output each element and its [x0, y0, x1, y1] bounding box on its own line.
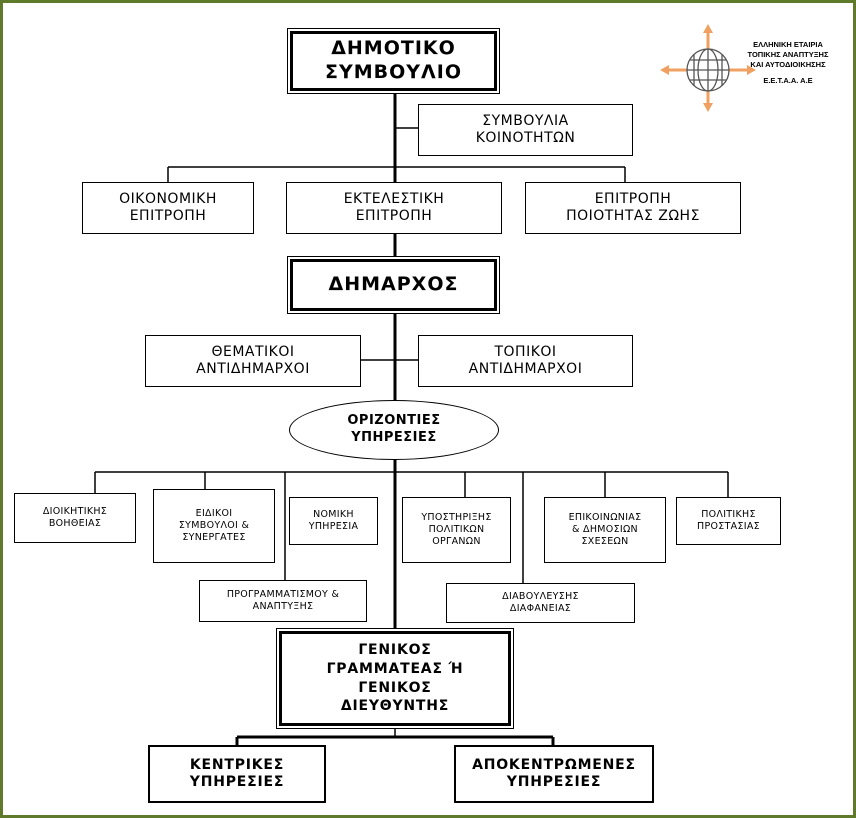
logo-line1: ΕΛΛΗΝΙΚΗ ΕΤΑΙΡΙΑ [753, 40, 823, 49]
node-label: ΔΗΜΟΤΙΚΟ [331, 37, 456, 60]
node-consultation: ΔΙΑΒΟΥΛΕΥΣΗΣ ΔΙΑΦΑΝΕΙΑΣ [446, 583, 635, 623]
node-label: ΥΠΟΣΤΗΡΙΞΗΣ [421, 512, 492, 524]
node-admin-support: ΔΙΟΙΚΗΤΙΚΗΣ ΒΟΗΘΕΙΑΣ [14, 493, 136, 543]
node-label: ΓΡΑΜΜΑΤΕΑΣ Ή [326, 660, 464, 677]
node-civil-protection: ΠΟΛΙΤΙΚΗΣ ΠΡΟΣΤΑΣΙΑΣ [676, 497, 781, 545]
eetaa-logo [660, 24, 756, 112]
node-label: ΣΧΕΣΕΩΝ [581, 535, 629, 547]
node-general-secretary: ΓΕΝΙΚΟΣ ΓΡΑΜΜΑΤΕΑΣ Ή ΓΕΝΙΚΟΣ ΔΙΕΥΘΥΝΤΗΣ [276, 628, 514, 729]
node-label: ΣΥΜΒΟΥΛΙΟ [325, 61, 462, 83]
node-label: ΥΠΗΡΕΣΙΕΣ [189, 774, 285, 790]
node-political-support: ΥΠΟΣΤΗΡΙΞΗΣ ΠΟΛΙΤΙΚΩΝ ΟΡΓΑΝΩΝ [402, 497, 511, 563]
node-quality-committee: ΕΠΙΤΡΟΠΗ ΠΟΙΟΤΗΤΑΣ ΖΩΗΣ [525, 182, 741, 234]
logo-line2: ΤΟΠΙΚΗΣ ΑΝΑΠΤΥΞΗΣ [747, 50, 829, 60]
node-label: ΑΝΑΠΤΥΞΗΣ [252, 601, 314, 612]
node-label: ΕΠΙΤΡΟΠΗ [594, 190, 672, 207]
node-label: ΚΟΙΝΟΤΗΤΩΝ [475, 130, 576, 146]
node-label: & ΔΗΜΟΣΙΩΝ [572, 524, 638, 536]
node-decentralized-services: ΑΠΟΚΕΝΤΡΩΜΕΝΕΣ ΥΠΗΡΕΣΙΕΣ [454, 745, 654, 803]
node-central-services: ΚΕΝΤΡΙΚΕΣ ΥΠΗΡΕΣΙΕΣ [148, 745, 326, 803]
node-label: ΕΙΔΙΚΟΙ [195, 508, 233, 520]
node-label: ΔΙΕΥΘΥΝΤΗΣ [340, 698, 450, 715]
node-label: ΑΝΤΙΔΗΜΑΡΧΟΙ [468, 361, 583, 377]
node-label: ΥΠΗΡΕΣΙΕΣ [506, 774, 602, 790]
node-community-councils: ΣΥΜΒΟΥΛΙΑ ΚΟΙΝΟΤΗΤΩΝ [418, 104, 633, 156]
node-label: ΥΠΗΡΕΣΙΑ [308, 521, 359, 532]
node-special-advisors: ΕΙΔΙΚΟΙ ΣΥΜΒΟΥΛΟΙ & ΣΥΝΕΡΓΑΤΕΣ [153, 489, 275, 563]
node-horizontal-services: ΟΡΙΖΟΝΤΙΕΣ ΥΠΗΡΕΣΙΕΣ [289, 400, 499, 460]
node-financial-committee: ΟΙΚΟΝΟΜΙΚΗ ΕΠΙΤΡΟΠΗ [82, 182, 254, 234]
node-mayor: ΔΗΜΑΡΧΟΣ [287, 256, 500, 314]
node-label: ΓΕΝΙΚΟΣ [358, 679, 432, 696]
node-local-deputies: ΤΟΠΙΚΟΙ ΑΝΤΙΔΗΜΑΡΧΟΙ [418, 335, 633, 387]
node-label: ΣΥΝΕΡΓΑΤΕΣ [182, 531, 246, 543]
node-label: ΔΙΟΙΚΗΤΙΚΗΣ [42, 506, 108, 518]
node-communication: ΕΠΙΚΟΙΝΩΝΙΑΣ & ΔΗΜΟΣΙΩΝ ΣΧΕΣΕΩΝ [544, 497, 666, 563]
node-label: ΤΟΠΙΚΟΙ [494, 343, 557, 360]
node-label: ΝΟΜΙΚΗ [313, 509, 354, 521]
node-label: ΑΠΟΚΕΝΤΡΩΜΕΝΕΣ [472, 756, 636, 773]
node-label: ΕΚΤΕΛΕΣΤΙΚΗ [343, 190, 445, 207]
node-label: ΥΠΗΡΕΣΙΕΣ [351, 430, 437, 445]
node-label: ΠΡΟΣΤΑΣΙΑΣ [697, 521, 760, 532]
node-label: ΠΟΛΙΤΙΚΗΣ [701, 509, 756, 521]
node-thematic-deputies: ΘΕΜΑΤΙΚΟΙ ΑΝΤΙΔΗΜΑΡΧΟΙ [145, 335, 361, 387]
node-executive-committee: ΕΚΤΕΛΕΣΤΙΚΗ ΕΠΙΤΡΟΠΗ [286, 182, 502, 234]
node-legal-service: ΝΟΜΙΚΗ ΥΠΗΡΕΣΙΑ [289, 497, 378, 545]
node-municipal-council: ΔΗΜΟΤΙΚΟ ΣΥΜΒΟΥΛΙΟ [287, 28, 500, 94]
node-label: ΑΝΤΙΔΗΜΑΡΧΟΙ [196, 361, 310, 377]
node-label: ΚΕΝΤΡΙΚΕΣ [189, 756, 285, 773]
node-label: ΟΡΙΖΟΝΤΙΕΣ [347, 413, 441, 429]
node-label: ΟΡΓΑΝΩΝ [432, 535, 481, 547]
node-label: ΒΟΗΘΕΙΑΣ [48, 518, 102, 529]
node-planning: ΠΡΟΓΡΑΜΜΑΤΙΣΜΟΥ & ΑΝΑΠΤΥΞΗΣ [199, 580, 367, 622]
node-label: ΔΙΑΦΑΝΕΙΑΣ [509, 603, 572, 614]
node-label: ΠΟΛΙΤΙΚΩΝ [428, 524, 485, 536]
node-label: ΣΥΜΒΟΥΛΙΑ [482, 112, 569, 129]
node-label: ΘΕΜΑΤΙΚΟΙ [211, 343, 295, 360]
logo-line3: ΚΑΙ ΑΥΤΟΔΙΟΙΚΗΣΗΣ [750, 60, 826, 70]
node-label: ΠΡΟΓΡΑΜΜΑΤΙΣΜΟΥ & [226, 589, 340, 601]
node-label: ΕΠΙΚΟΙΝΩΝΙΑΣ [568, 512, 642, 524]
node-label: ΣΥΜΒΟΥΛΟΙ & [178, 520, 250, 532]
node-label: ΕΠΙΤΡΟΠΗ [129, 208, 207, 224]
logo-abbr: Ε.Ε.Τ.Α.Α. Α.Ε [763, 76, 813, 86]
node-label: ΟΙΚΟΝΟΜΙΚΗ [119, 190, 217, 207]
logo-text: ΕΛΛΗΝΙΚΗ ΕΤΑΙΡΙΑ ΤΟΠΙΚΗΣ ΑΝΑΠΤΥΞΗΣ ΚΑΙ Α… [733, 40, 843, 87]
node-label: ΔΗΜΑΡΧΟΣ [328, 273, 459, 296]
node-label: ΔΙΑΒΟΥΛΕΥΣΗΣ [502, 591, 579, 603]
node-label: ΕΠΙΤΡΟΠΗ [355, 208, 433, 224]
node-label: ΓΕΝΙΚΟΣ [358, 641, 432, 658]
node-label: ΠΟΙΟΤΗΤΑΣ ΖΩΗΣ [566, 208, 700, 224]
